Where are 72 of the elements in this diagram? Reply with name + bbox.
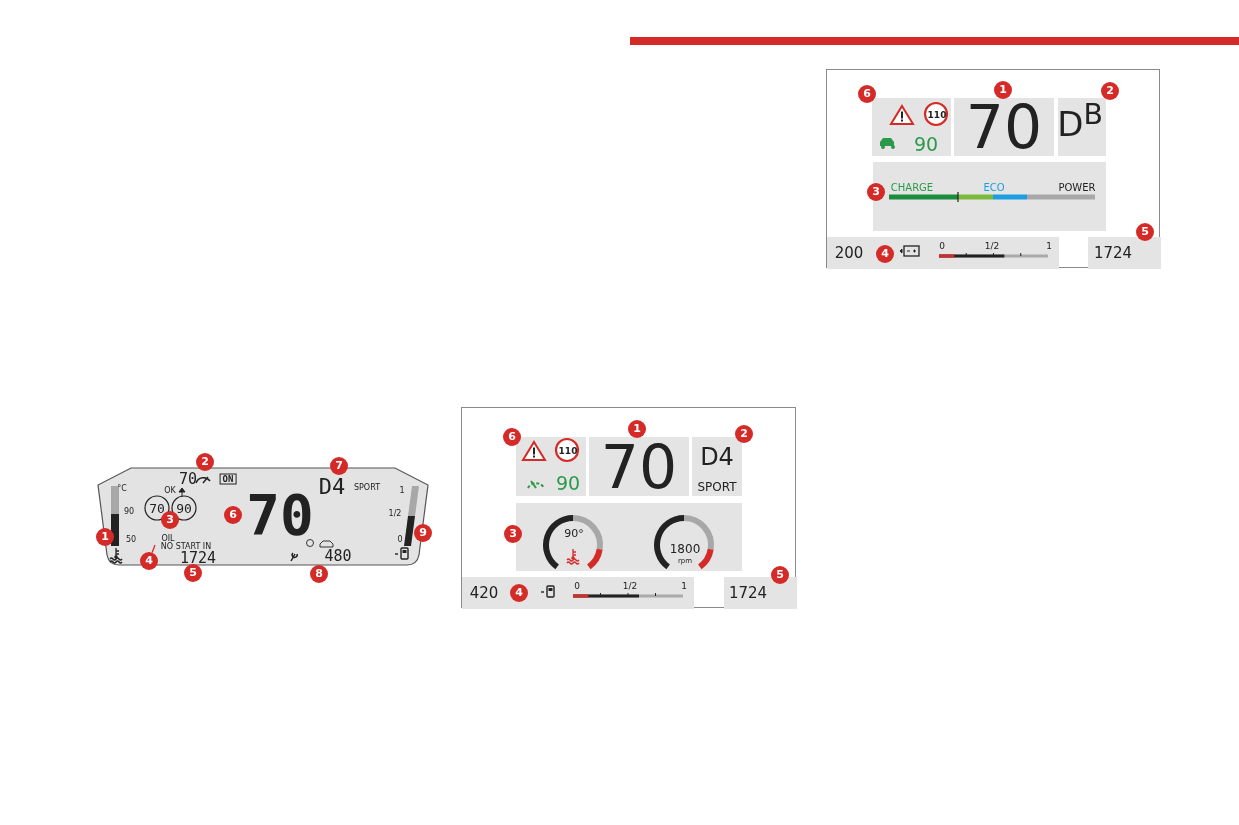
- callout-number: 4: [510, 584, 528, 602]
- speed-value: 70: [246, 487, 314, 543]
- callout-number: 8: [310, 565, 328, 583]
- gear-panel: [1058, 98, 1106, 156]
- scale-label: 0: [939, 241, 945, 251]
- gear-indicator: D4: [318, 476, 346, 498]
- display-screen: [826, 69, 1160, 268]
- range-panel: [462, 577, 694, 609]
- callout-number: 1: [628, 420, 646, 438]
- set-speed-value: 90: [913, 134, 939, 154]
- odometer-panel: [1088, 237, 1161, 269]
- scale-label: 50: [125, 536, 137, 544]
- mode-label: POWER: [1058, 183, 1096, 193]
- scale-label: 0: [397, 536, 403, 544]
- gear-panel: [692, 437, 742, 496]
- warning-text: NO START IN: [160, 543, 212, 551]
- temperature-value: 90°: [564, 527, 584, 539]
- speed-value: 70: [965, 97, 1043, 157]
- callout-number: 4: [140, 552, 158, 570]
- scale-label: 1/2: [622, 581, 638, 591]
- scale-label: 1: [681, 581, 687, 591]
- speed-value: 90: [176, 501, 192, 515]
- scale-label: 1/2: [388, 510, 402, 518]
- odometer-value: 1724: [179, 550, 217, 566]
- set-speed-value: 90: [555, 473, 581, 493]
- mode-label: ECO: [983, 183, 1005, 193]
- callout-number: 6: [503, 428, 521, 446]
- power-meter-panel: [873, 162, 1106, 231]
- rpm-value: 1800: [669, 543, 701, 555]
- status-label: OK: [164, 487, 176, 495]
- range-value: 420: [469, 585, 499, 601]
- scale-label: 1: [399, 487, 405, 495]
- display-screen: [461, 407, 796, 608]
- speed-value: 70: [178, 471, 198, 487]
- gear-indicator: D4: [700, 445, 734, 469]
- speed-value: 70: [600, 437, 678, 497]
- leader-line: [151, 544, 156, 554]
- callout-number: 4: [876, 245, 894, 263]
- instrument-cluster-display: [97, 467, 429, 567]
- speed-limit-value: 110: [927, 110, 947, 120]
- odometer-value: 1724: [728, 585, 768, 601]
- callout-number: 5: [184, 564, 202, 582]
- speed-limit-value: 110: [558, 446, 578, 456]
- odometer-panel: [724, 577, 797, 609]
- callout-number: 2: [1101, 82, 1119, 100]
- callout-number: 1: [994, 81, 1012, 99]
- scale-label: 1/2: [984, 241, 1000, 251]
- odometer-value: 1724: [1093, 245, 1133, 261]
- callout-number: 7: [330, 457, 348, 475]
- scale-label: 0: [574, 581, 580, 591]
- callout-number: 3: [504, 525, 522, 543]
- range-value: 200: [834, 245, 864, 261]
- callout-number: 2: [196, 453, 214, 471]
- warning-text: OIL: [161, 535, 175, 543]
- scale-label: 1: [1046, 241, 1052, 251]
- mode-label: SPORT: [697, 481, 737, 493]
- range-panel: [827, 237, 1059, 269]
- callout-number: 1: [96, 528, 114, 546]
- callout-number: 2: [735, 425, 753, 443]
- callout-number: 6: [858, 85, 876, 103]
- unit-label: °C: [117, 485, 127, 493]
- speed-panel: [589, 437, 689, 496]
- callout-number: 5: [1136, 223, 1154, 241]
- callout-number: 3: [867, 183, 885, 201]
- mode-label: CHARGE: [890, 183, 934, 193]
- speed-panel: [954, 98, 1054, 156]
- callout-number: 5: [771, 566, 789, 584]
- mode-label: SPORT: [353, 484, 381, 492]
- gear-indicator: D$^{B}$: [1057, 100, 1103, 142]
- range-value: 480: [324, 548, 352, 564]
- scale-label: 90: [123, 508, 135, 516]
- callout-number: 9: [414, 524, 432, 542]
